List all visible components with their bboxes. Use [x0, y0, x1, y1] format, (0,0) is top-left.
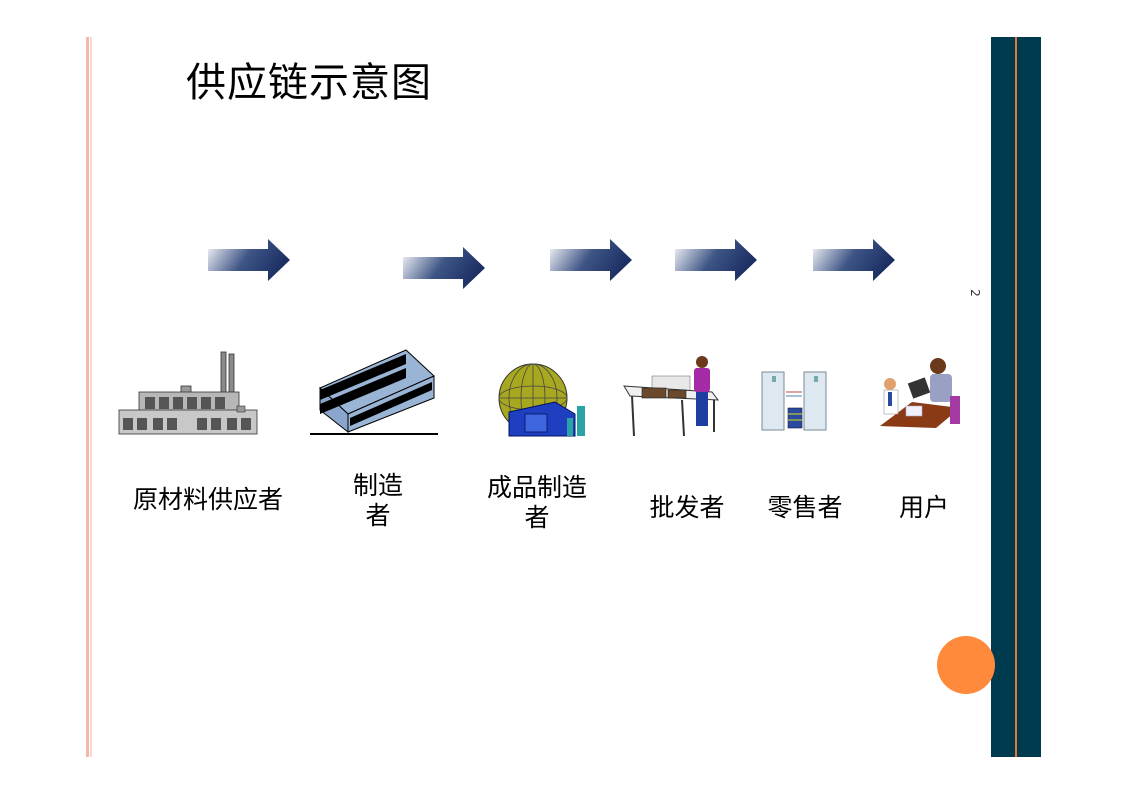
- worker-conveyor-icon: [623, 356, 720, 437]
- right-bar-orange-line: [1015, 37, 1017, 757]
- shelves-icon: [761, 371, 827, 431]
- factory-icon: [118, 351, 258, 435]
- node-label-user: 用户: [898, 493, 949, 522]
- office-building-icon: [310, 349, 438, 435]
- node-label-retailer: 零售者: [767, 493, 843, 522]
- node-label-wholesaler: 批发者: [649, 493, 725, 522]
- flow-arrow-3: [550, 239, 632, 281]
- left-accent-line-light: [90, 37, 92, 757]
- left-accent-line: [86, 37, 89, 757]
- node-label-manufacturer: 制造 者: [352, 471, 403, 530]
- people-at-desk-icon: [880, 358, 960, 428]
- slide-title: 供应链示意图: [186, 60, 432, 106]
- dome-facility-icon: [498, 363, 585, 437]
- flow-arrow-5: [813, 239, 895, 281]
- node-label-finished-goods-manufacturer: 成品制造 者: [486, 473, 587, 532]
- flow-arrow-2: [403, 247, 485, 289]
- orange-circle-decoration: [937, 636, 995, 694]
- node-label-raw-material-supplier: 原材料供应者: [132, 485, 283, 514]
- flow-arrow-1: [208, 239, 290, 281]
- page-number: 2: [967, 289, 982, 297]
- flow-arrow-4: [675, 239, 757, 281]
